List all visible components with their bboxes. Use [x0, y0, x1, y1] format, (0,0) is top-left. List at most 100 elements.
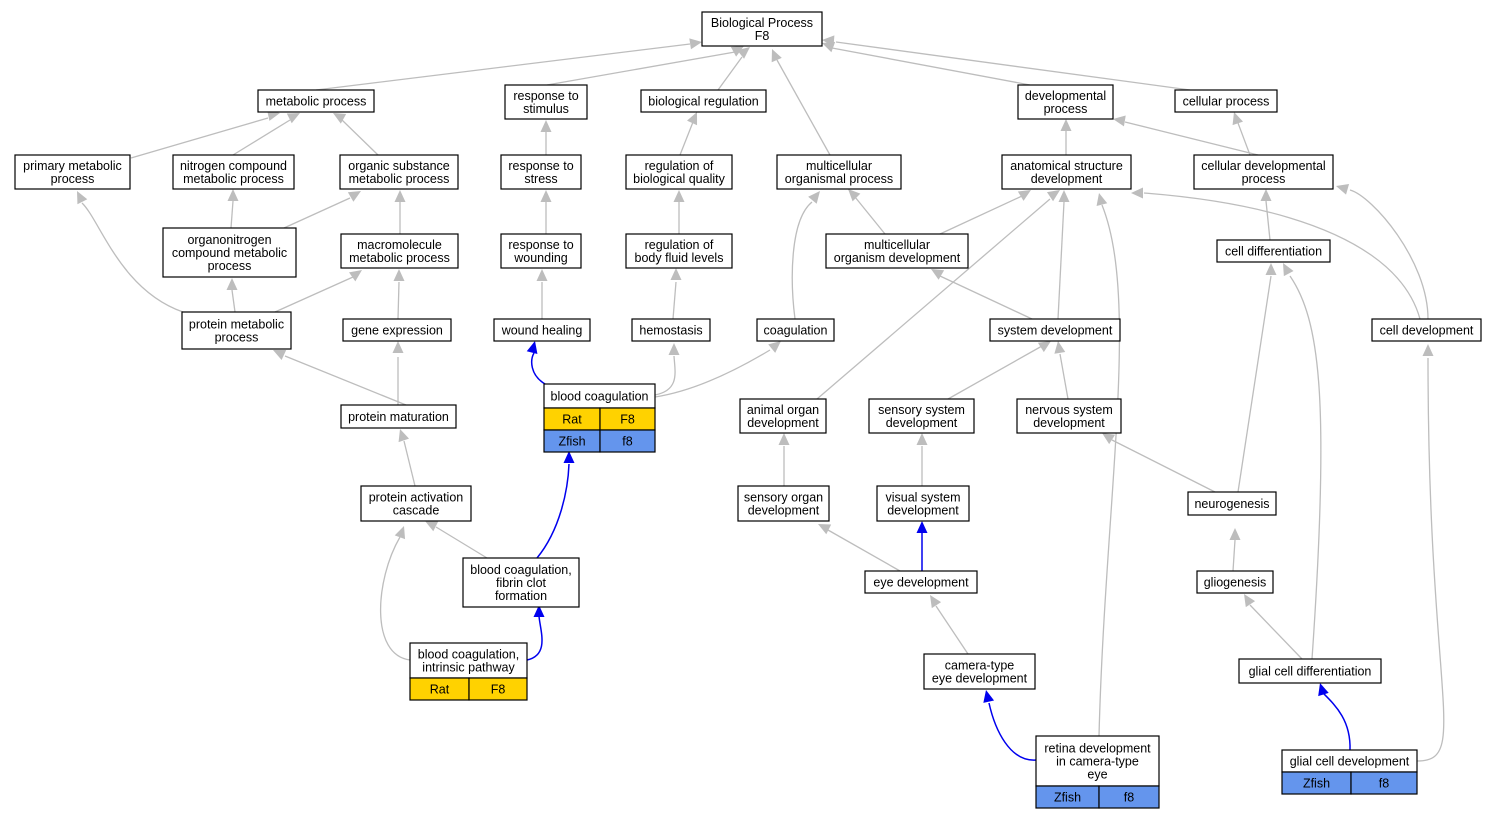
go-term-node[interactable]: cell differentiation — [1216, 239, 1331, 263]
gene-cell: F8 — [599, 407, 656, 431]
go-term-node[interactable]: protein maturation — [340, 404, 457, 429]
arrowhead-icon — [931, 269, 945, 280]
is-a-edge — [835, 41, 1191, 91]
go-term-node[interactable]: system development — [989, 318, 1121, 342]
is-a-edge — [341, 119, 379, 156]
go-term-node[interactable]: gliogenesis — [1196, 570, 1274, 594]
arrowhead-icon — [425, 521, 439, 532]
node-box — [631, 318, 711, 342]
arrowhead-icon — [333, 113, 347, 124]
arrowhead-icon — [1229, 528, 1241, 540]
node-box — [462, 557, 580, 608]
node-label: cell development — [1380, 324, 1474, 338]
arrowhead-icon — [286, 113, 300, 124]
go-term-node[interactable]: gene expression — [342, 318, 452, 342]
annotation-cell-label: F8 — [620, 413, 635, 427]
node-label: metabolic process — [349, 251, 450, 265]
arrowhead-icon — [540, 120, 552, 132]
is-a-edge — [947, 345, 1043, 400]
is-a-edge — [130, 117, 269, 159]
arrowhead-icon — [737, 47, 750, 59]
arrowhead-icon — [768, 341, 781, 353]
species-cell: Zfish — [1035, 785, 1100, 809]
annotation-cell-label: Zfish — [558, 435, 585, 449]
go-term-node[interactable]: metabolic process — [257, 89, 375, 113]
arrowhead-icon — [1096, 193, 1108, 206]
arrowhead-icon — [226, 278, 238, 290]
is-a-edge — [1322, 692, 1351, 751]
go-term-node[interactable]: glial cell differentiation — [1238, 658, 1382, 684]
go-term-node[interactable]: blood coagulation — [543, 383, 656, 409]
node-box — [739, 398, 827, 434]
node-box — [825, 233, 969, 269]
is-a-edge — [315, 43, 691, 91]
annotation-cell-label: Zfish — [1303, 777, 1330, 791]
is-a-edge — [81, 202, 184, 313]
go-term-node[interactable]: hemostasis — [631, 318, 711, 342]
node-label: metabolic process — [266, 95, 367, 109]
node-label: organic substance — [348, 159, 450, 173]
arrowhead-icon — [77, 191, 88, 205]
node-label: glial cell development — [1290, 755, 1410, 769]
go-term-node[interactable]: cell development — [1371, 318, 1482, 342]
is-a-edge — [935, 605, 969, 655]
node-box — [504, 84, 588, 120]
annotation-cell-label: Rat — [562, 413, 582, 427]
annotation-cell-label: f8 — [622, 435, 632, 449]
species-cell: Zfish — [1281, 771, 1352, 795]
go-term-node[interactable]: eye development — [864, 570, 978, 594]
node-box — [500, 154, 582, 190]
is-a-edge — [1289, 275, 1322, 660]
go-term-node[interactable]: blood coagulation,intrinsic pathway — [409, 642, 528, 679]
node-box — [737, 485, 830, 522]
node-label: stimulus — [523, 102, 569, 116]
node-label: developmental — [1025, 89, 1106, 103]
arrowhead-icon — [818, 524, 832, 535]
go-term-node[interactable]: cellular process — [1174, 89, 1278, 113]
is-a-edge — [1416, 357, 1445, 762]
go-term-node[interactable]: coagulation — [756, 318, 835, 342]
go-term-node[interactable]: glial cell development — [1281, 749, 1418, 773]
arrowhead-icon — [1422, 344, 1434, 356]
arrowhead-icon — [1244, 594, 1256, 608]
go-term-node[interactable]: biological regulation — [640, 89, 767, 113]
species-cell: Rat — [543, 407, 601, 431]
annotation-cell-box — [599, 429, 656, 453]
node-box — [14, 154, 131, 190]
node-box — [360, 485, 472, 522]
node-label: cellular developmental — [1201, 159, 1325, 173]
node-label: cellular process — [1183, 95, 1270, 109]
go-term-node[interactable]: wound healing — [493, 318, 591, 342]
go-term-node[interactable]: neurogenesis — [1187, 491, 1277, 516]
arrowhead-icon — [689, 38, 702, 50]
arrowhead-icon — [916, 521, 928, 533]
node-box — [257, 89, 375, 113]
node-label: blood coagulation — [551, 390, 649, 404]
